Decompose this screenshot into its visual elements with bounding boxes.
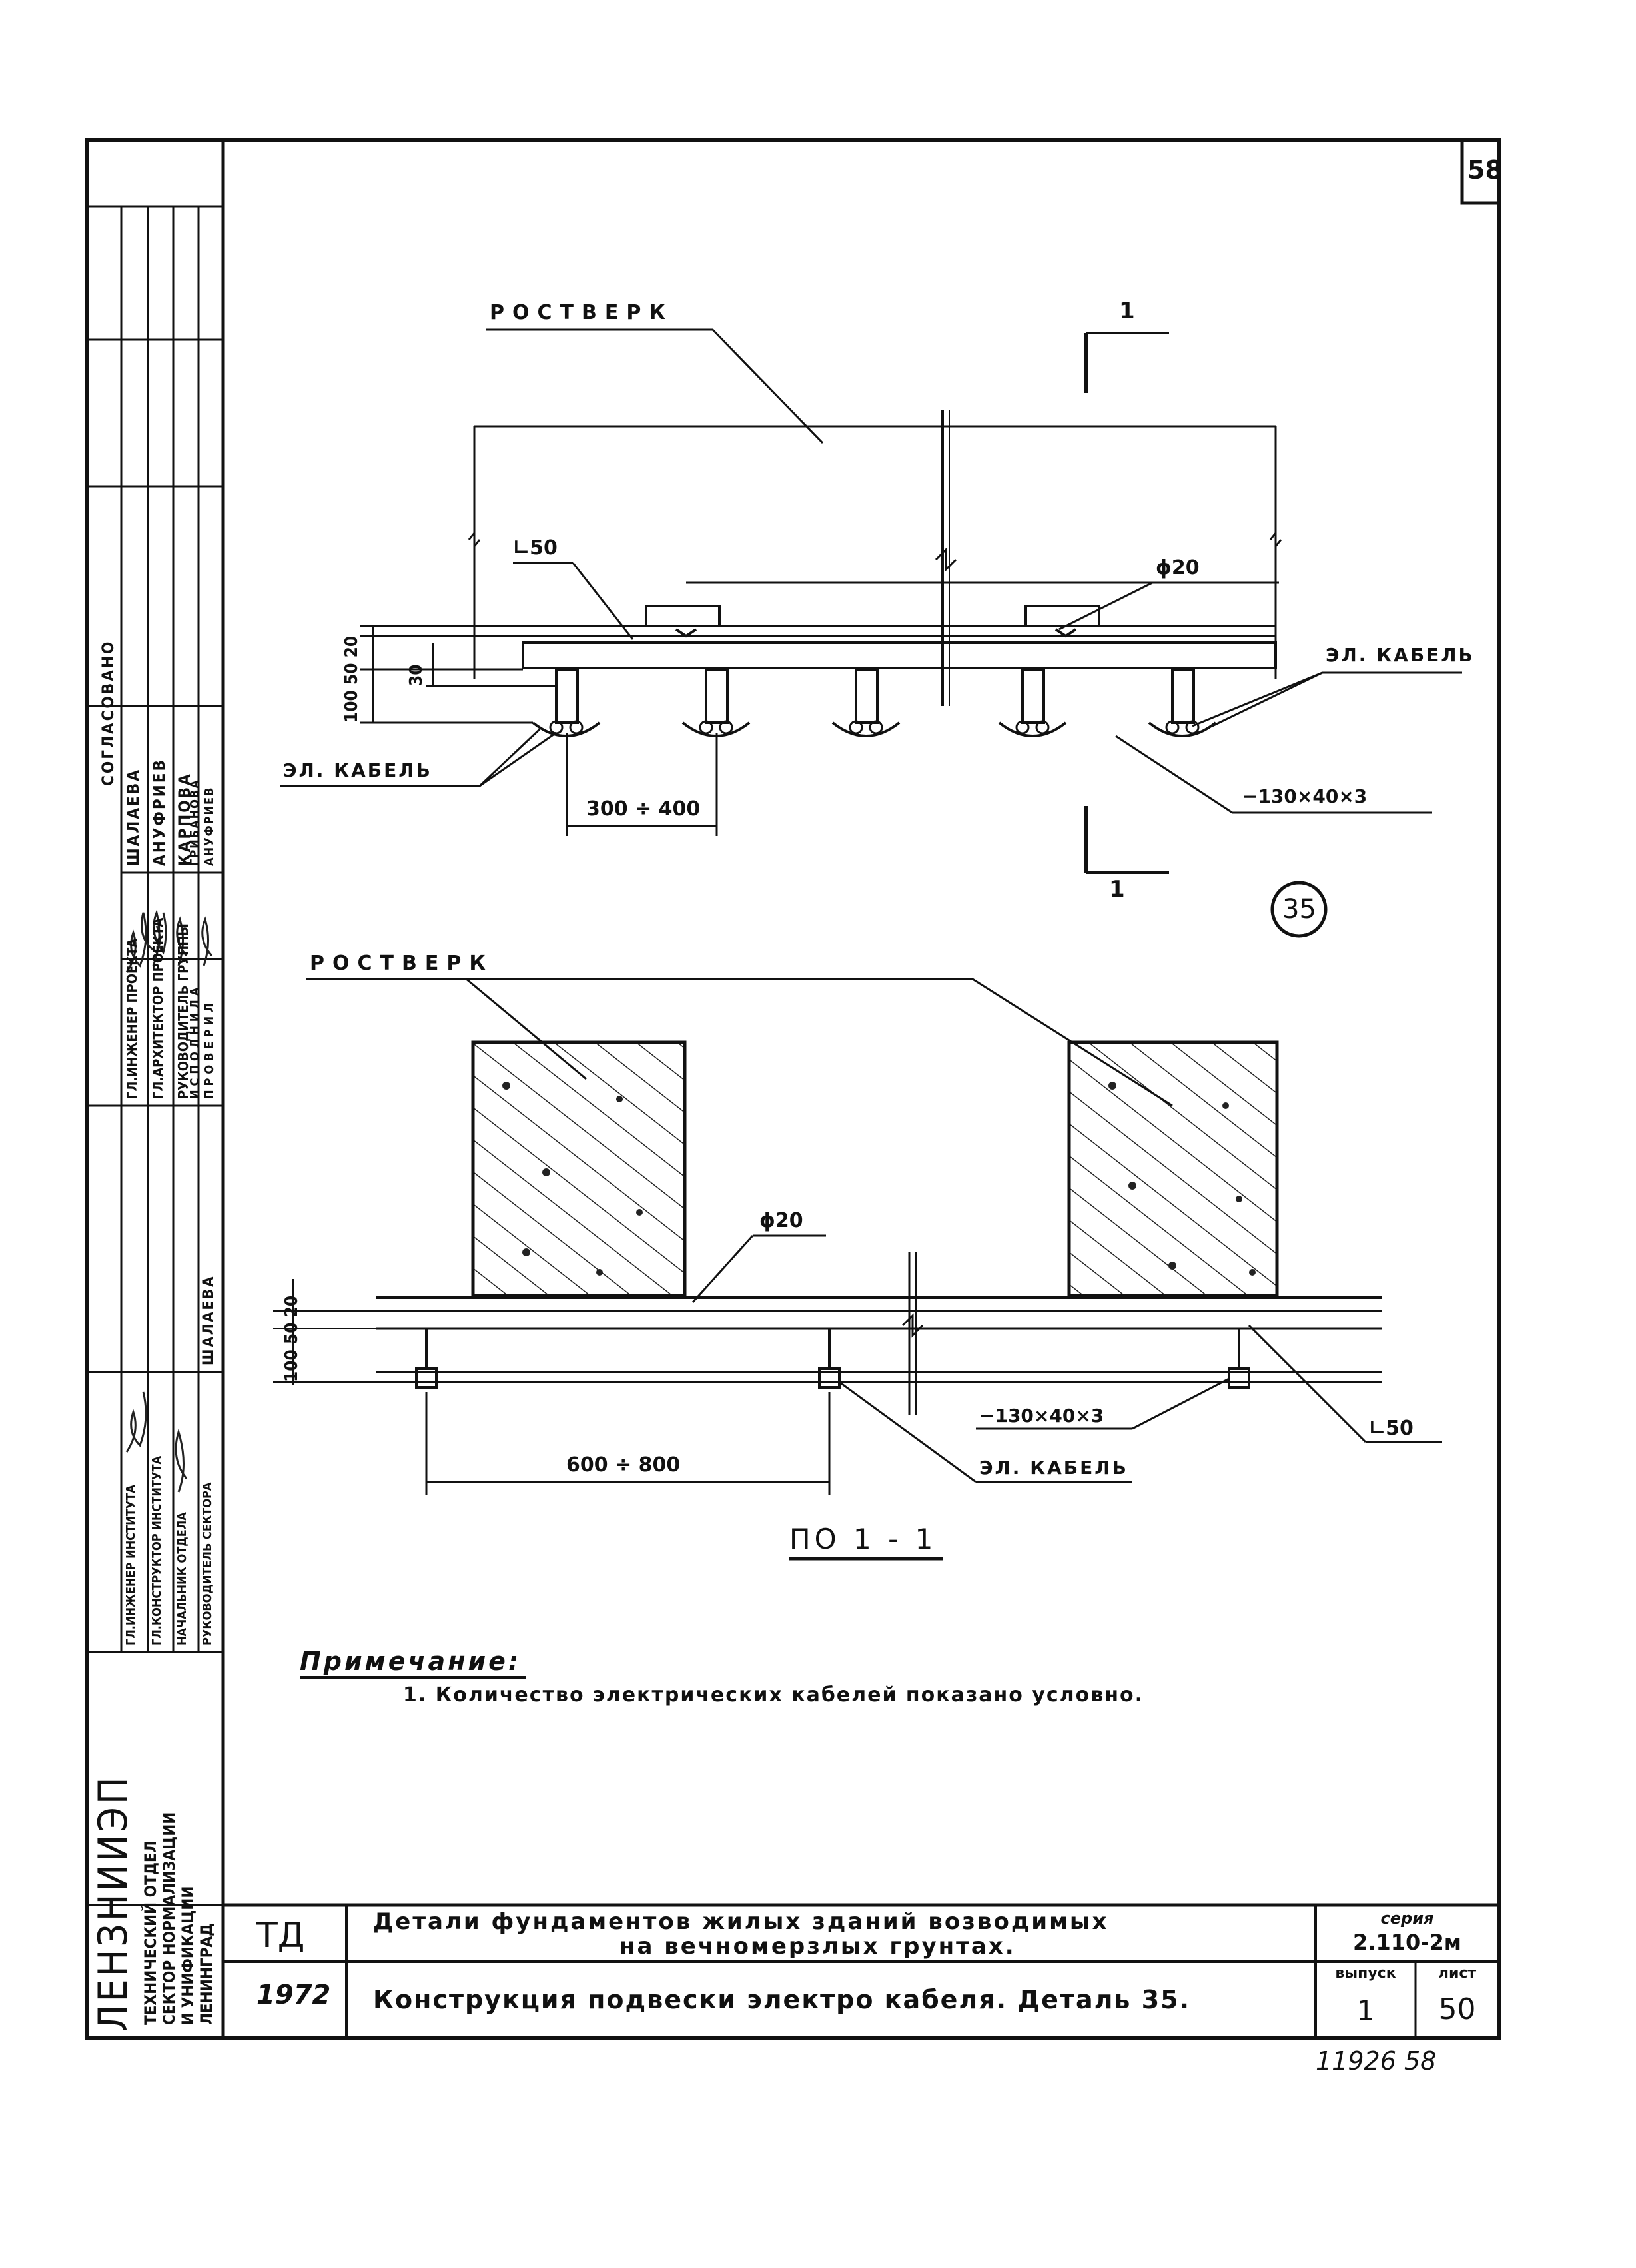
stamp-dept-2: СЕКТОР НОРМАЛИЗАЦИИ	[160, 1812, 179, 2025]
section-view	[273, 978, 1442, 1561]
stamp-dept-3: И УНИФИКАЦИИ	[179, 1886, 197, 2025]
note-line-1: 1. Количество электрических кабелей пока…	[403, 1683, 1144, 1706]
title-line-2: на вечномерзлых грунтах.	[619, 1933, 1016, 1960]
plan-label-rostverk: РОСТВЕРК	[490, 301, 673, 324]
section-label-spacing: 600 ÷ 800	[566, 1453, 681, 1477]
signatures	[125, 909, 213, 1493]
issue-value: 1	[1356, 1994, 1375, 2027]
plan-label-angle: ∟50	[513, 536, 558, 560]
stamp-soglasovano: СОГЛАСОВАНО	[99, 639, 117, 786]
stamp-role-a-1: ГЛ.ИНЖЕНЕР ИНСТИТУТА	[124, 1485, 138, 1645]
stamp-dept-4: ЛЕНИНГРАД	[197, 1923, 216, 2025]
section-label-strip: −130×40×3	[979, 1405, 1104, 1427]
title-line-1: Детали фундаментов жилых зданий возводим…	[373, 1908, 1109, 1935]
stamp-name-b-4: ГРИБАНОВА	[188, 779, 202, 866]
plan-dim-30: 30	[406, 664, 426, 686]
section-label-cable: ЭЛ. КАБЕЛЬ	[979, 1457, 1128, 1479]
stamp-name-a: ШАЛАЕВА	[201, 1274, 217, 1365]
title-year: 1972	[256, 1980, 331, 2010]
side-stamp-grid	[87, 205, 223, 1906]
sheet-frame	[85, 138, 1501, 2040]
series-value: 2.110-2м	[1353, 1930, 1461, 1955]
stamp-org: ЛЕНЗНИИЭП	[90, 1774, 137, 2032]
stamp-name-b-5: АНУФРИЕВ	[203, 786, 216, 866]
stamp-role-b-1: ГЛ.ИНЖЕНЕР ПРОЕКТА	[124, 938, 140, 1099]
sheet-corner-number: 58	[1467, 155, 1503, 185]
stamp-dept-1: ТЕХНИЧЕСКИЙ ОТДЕЛ	[141, 1840, 160, 2025]
stamp-role-b-4: ИСПОЛНИЛА	[188, 983, 202, 1099]
plan-label-cable-right: ЭЛ. КАБЕЛЬ	[1326, 644, 1475, 666]
note-heading: Примечание:	[300, 1647, 522, 1676]
plan-label-strip: −130×40×3	[1242, 785, 1368, 807]
section-label-rod: ϕ20	[759, 1209, 803, 1232]
detail-circle	[1270, 881, 1328, 938]
stamp-name-b-1: ШАЛАЕВА	[124, 768, 143, 866]
stamp-role-a-2: ГЛ.КОНСТРУКТОР ИНСТИТУТА	[150, 1455, 164, 1645]
title-block-grid	[223, 1903, 1499, 2038]
plan-dim-left-top: 100 50 20	[342, 635, 362, 723]
title-td: ТД	[256, 1916, 305, 1956]
section-caption: ПО 1 - 1	[789, 1523, 937, 1555]
stamp-role-b-2: ГЛ.АРХИТЕКТОР ПРОЕКТА	[150, 917, 166, 1099]
section-dim-left: 100 50 20	[282, 1295, 302, 1382]
plan-label-spacing: 300 ÷ 400	[586, 797, 701, 821]
section-label-rostverk: РОСТВЕРК	[310, 952, 494, 975]
series-label: серия	[1380, 1909, 1434, 1928]
detail-number: 35	[1282, 894, 1316, 925]
plan-view	[280, 328, 1462, 874]
section-mark-top: 1	[1119, 298, 1135, 324]
plan-label-rod: ϕ20	[1156, 556, 1200, 579]
sheet-label: лист	[1437, 1965, 1477, 1982]
issue-label: выпуск	[1335, 1965, 1396, 1982]
archive-number: 11926 58	[1316, 2046, 1437, 2076]
stamp-role-a-4: РУКОВОДИТЕЛЬ СЕКТОРА	[201, 1482, 214, 1645]
stamp-role-b-5: ПРОВЕРИЛ	[203, 999, 216, 1099]
sheet-value: 50	[1438, 1992, 1476, 2026]
stamp-role-a-3: НАЧАЛЬНИК ОТДЕЛА	[175, 1512, 189, 1645]
section-mark-bottom: 1	[1109, 876, 1125, 903]
plan-label-cable-left: ЭЛ. КАБЕЛЬ	[283, 759, 432, 781]
title-subtitle: Конструкция подвески электро кабеля. Дет…	[373, 1985, 1191, 2014]
section-label-angle: ∟50	[1369, 1417, 1414, 1440]
stamp-name-b-2: АНУФРИЕВ	[150, 758, 169, 866]
